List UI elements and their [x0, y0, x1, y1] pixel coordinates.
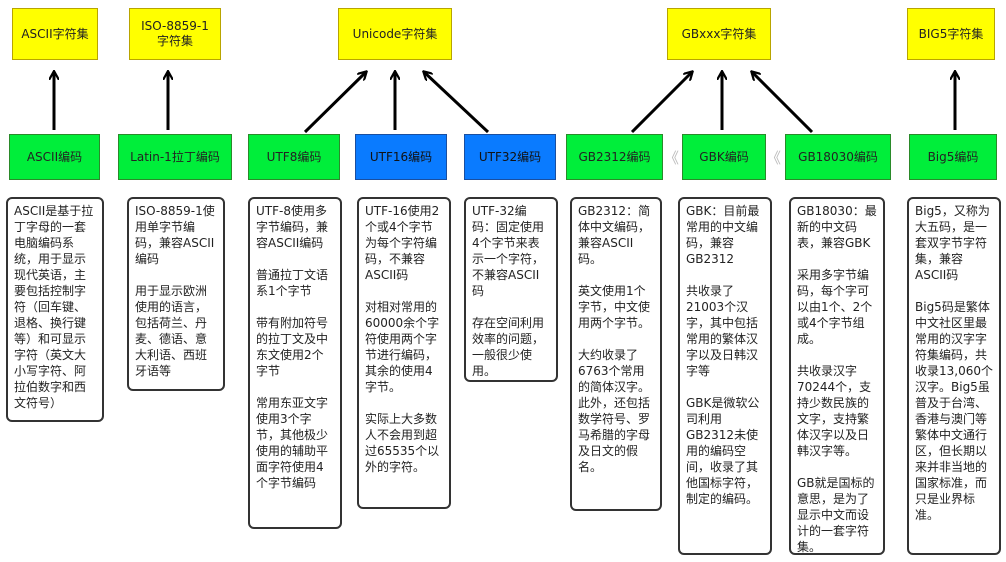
encoding-utf32: UTF32编码 — [464, 134, 556, 180]
desc-latin1: ISO-8859-1使用单字节编码，兼容ASCII编码 用于显示欧洲使用的语言，… — [127, 197, 225, 391]
desc-gb18030: GB18030：最新的中文码表，兼容GBK 采用多字节编码，每个字可以由1个、2… — [789, 197, 885, 555]
encoding-gb2312: GB2312编码 — [566, 134, 663, 180]
arrow-gb18030 — [752, 72, 814, 134]
desc-utf8: UTF-8使用多字节编码，兼容ASCII编码 普通拉丁文语系1个字节 带有附加符… — [248, 197, 342, 529]
encoding-utf16: UTF16编码 — [355, 134, 447, 180]
encoding-utf8: UTF8编码 — [248, 134, 340, 180]
encoding-gb18030: GB18030编码 — [785, 134, 891, 180]
separator-gb2312-gbk: 《 — [664, 149, 680, 167]
desc-gb2312: GB2312：简体中文编码，兼容ASCII码。 英文使用1个字节，中文使用两个字… — [570, 197, 662, 511]
desc-ascii: ASCII是基于拉丁字母的一套电脑编码系统，用于显示现代英语，主要包括控制字符（… — [6, 197, 104, 422]
desc-gbk: GBK：目前最常用的中文编码，兼容GB2312 共收录了21003个汉字，其中包… — [678, 197, 772, 555]
charset-gbxxx: GBxxx字符集 — [667, 8, 771, 60]
desc-utf16: UTF-16使用2个或4个字节为每个字符编码，不兼容ASCII码 对相对常用的6… — [357, 197, 451, 509]
charset-big5: BIG5字符集 — [907, 8, 995, 60]
desc-big5: Big5，又称为大五码，是一套双字节字符集，兼容ASCII码 Big5码是繁体中… — [907, 197, 1001, 555]
encoding-latin1: Latin-1拉丁编码 — [118, 134, 232, 180]
encoding-big5: Big5编码 — [909, 134, 997, 180]
charset-unicode: Unicode字符集 — [338, 8, 452, 60]
encoding-ascii: ASCII编码 — [9, 134, 100, 180]
encoding-gbk: GBK编码 — [682, 134, 766, 180]
arrow-utf8 — [303, 72, 366, 134]
separator-gbk-gb18030: 《 — [766, 149, 782, 167]
arrow-utf32 — [424, 72, 490, 134]
arrow-gb2312 — [630, 72, 692, 134]
charset-ascii: ASCII字符集 — [12, 8, 98, 60]
desc-utf32: UTF-32编码：固定使用4个字节来表示一个字符，不兼容ASCII码 存在空间利… — [464, 197, 558, 382]
charset-iso-8859-1: ISO-8859-1 字符集 — [129, 8, 221, 60]
